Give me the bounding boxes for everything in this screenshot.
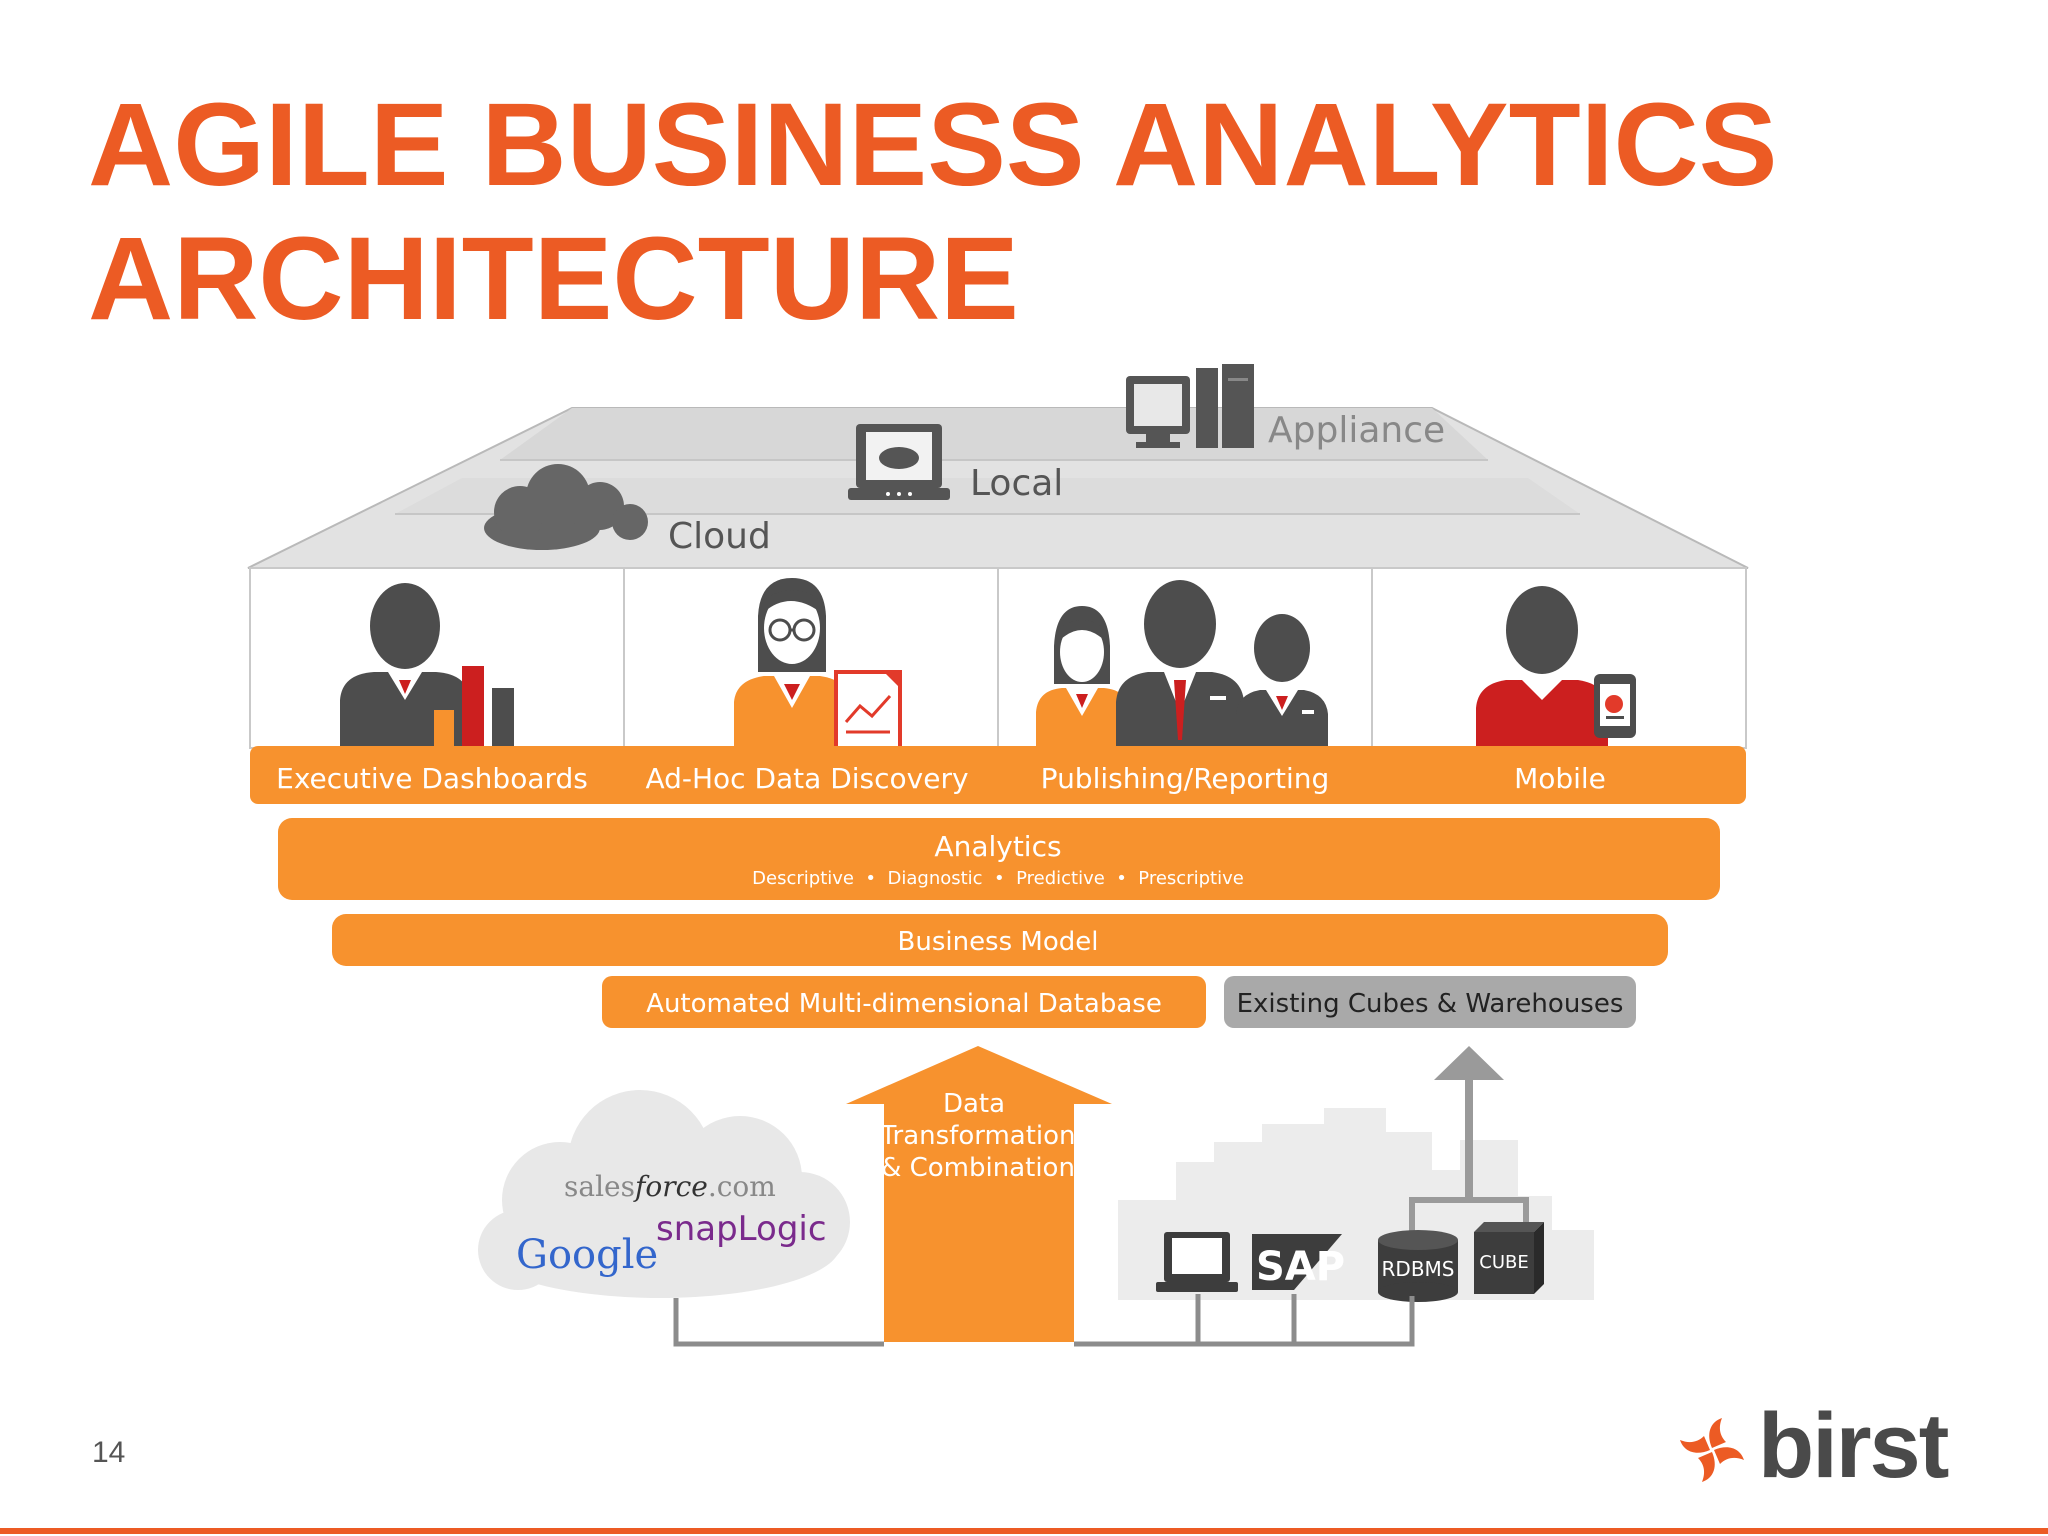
slide-title-line-1: AGILE BUSINESS ANALYTICS — [88, 79, 1778, 211]
analytics-subtitle: Descriptive • Diagnostic • Predictive • … — [752, 868, 1244, 889]
birst-logo: birst — [1672, 1395, 1972, 1502]
slide-title-line-2: ARCHITECTURE — [88, 213, 1019, 345]
deployment-appliance-label: Appliance — [1268, 410, 1445, 451]
rdbms-icon: RDBMS — [1378, 1230, 1458, 1302]
birst-swirl-icon — [1680, 1418, 1744, 1482]
snaplogic-logo: snapLogic — [656, 1209, 827, 1249]
adhoc-data-discovery-label: Ad-Hoc Data Discovery — [645, 762, 968, 795]
salesforce-logo: salesforce.com — [564, 1170, 776, 1203]
roof-band-local — [395, 478, 1580, 514]
publishing-reporting-label: Publishing/Reporting — [1041, 762, 1330, 795]
executive-user-icon — [340, 583, 514, 748]
cube-icon: CUBE — [1474, 1222, 1544, 1294]
automated-database-label: Automated Multi-dimensional Database — [646, 989, 1162, 1019]
mobile-user-icon — [1476, 586, 1636, 748]
analyst-user-icon — [734, 578, 902, 750]
web-sources-cloud — [478, 1090, 850, 1298]
svg-text:CUBE: CUBE — [1479, 1252, 1528, 1273]
computer-icon — [1156, 1232, 1238, 1292]
deployment-cloud-label: Cloud — [668, 516, 771, 557]
source-connector-lines — [673, 1294, 1415, 1347]
bottom-accent-rule — [0, 1528, 2048, 1534]
data-flow-line-2: Transformation — [879, 1121, 1075, 1151]
mobile-label: Mobile — [1514, 762, 1606, 795]
automated-database-band — [602, 976, 1206, 1028]
data-flow-line-1: Data — [943, 1089, 1005, 1119]
svg-text:RDBMS: RDBMS — [1382, 1257, 1455, 1281]
analytics-title: Analytics — [934, 830, 1061, 863]
business-model-label: Business Model — [898, 927, 1099, 957]
existing-cubes-label: Existing Cubes & Warehouses — [1237, 989, 1624, 1019]
user-type-panels — [249, 567, 1747, 750]
slide-page-number: 14 — [92, 1436, 126, 1469]
user-types-band — [250, 746, 1746, 804]
deployment-local-label: Local — [970, 463, 1063, 504]
team-user-icon — [1036, 580, 1328, 748]
sap-logo: SAP — [1252, 1234, 1345, 1290]
warehouse-feed-arrow — [1409, 1046, 1529, 1232]
appliance-icon — [1126, 364, 1254, 448]
cloud-icon — [484, 464, 648, 550]
birst-wordmark: birst — [1758, 1395, 1949, 1497]
analytics-band — [278, 818, 1720, 900]
deployment-roof: Cloud Local Appliance — [247, 364, 1749, 569]
data-transformation-arrow — [846, 1046, 1112, 1342]
google-logo: Google — [516, 1232, 658, 1278]
slide-title: AGILE BUSINESS ANALYTICS ARCHITECTURE — [88, 78, 1777, 346]
executive-dashboards-label: Executive Dashboards — [276, 762, 588, 795]
existing-cubes-band — [1224, 976, 1636, 1028]
laptop-icon — [848, 424, 950, 500]
business-model-band — [332, 914, 1668, 966]
data-flow-line-3: & Combination — [881, 1153, 1075, 1183]
svg-text:SAP: SAP — [1256, 1244, 1345, 1290]
